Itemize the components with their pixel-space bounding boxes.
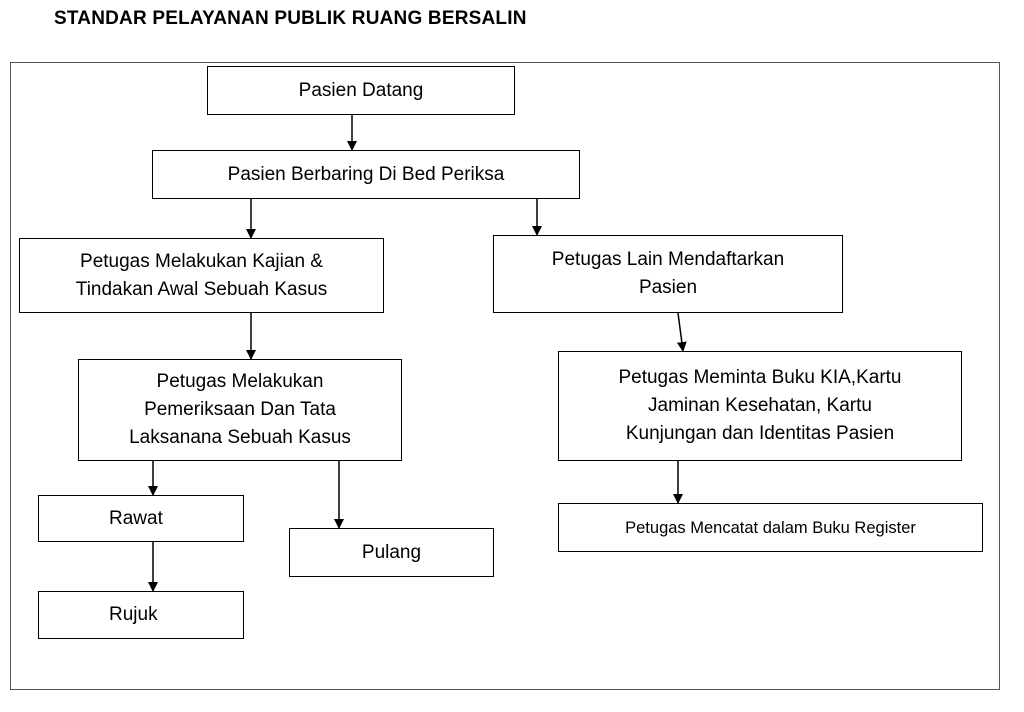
node-pasien-datang: Pasien Datang	[207, 66, 515, 115]
node-label: Rujuk	[109, 604, 158, 625]
node-label: Petugas Melakukan Pemeriksaan Dan Tata L…	[129, 371, 351, 448]
node-label: Pulang	[361, 541, 422, 563]
node-label: Petugas Melakukan Kajian & Tindakan Awal…	[75, 250, 328, 300]
node-label: Pasien Berbaring Di Bed Periksa	[227, 163, 505, 185]
node-label: Petugas Mencatat dalam Buku Register	[625, 518, 916, 537]
node-petugas-pemeriksaan: Petugas Melakukan Pemeriksaan Dan Tata L…	[78, 359, 402, 461]
node-label: Petugas Meminta Buku KIA,Kartu Jaminan K…	[618, 367, 902, 444]
node-rawat: Rawat	[38, 495, 244, 542]
arrow-mendaftarkan-to-meminta	[676, 312, 687, 352]
node-pasien-berbaring: Pasien Berbaring Di Bed Periksa	[152, 150, 580, 199]
node-label: Rawat	[109, 507, 163, 529]
node-petugas-register: Petugas Mencatat dalam Buku Register	[558, 503, 983, 552]
node-petugas-meminta: Petugas Meminta Buku KIA,Kartu Jaminan K…	[558, 351, 962, 461]
flowchart-frame	[10, 62, 1000, 690]
node-pulang: Pulang	[289, 528, 494, 577]
node-rujuk: Rujuk	[38, 591, 244, 639]
node-label: Petugas Lain Mendaftarkan Pasien	[551, 249, 785, 298]
page-title: STANDAR PELAYANAN PUBLIK RUANG BERSALIN	[54, 8, 527, 29]
node-petugas-kajian: Petugas Melakukan Kajian & Tindakan Awal…	[19, 238, 384, 313]
node-label: Pasien Datang	[298, 79, 424, 101]
node-petugas-mendaftarkan: Petugas Lain Mendaftarkan Pasien	[493, 235, 843, 313]
